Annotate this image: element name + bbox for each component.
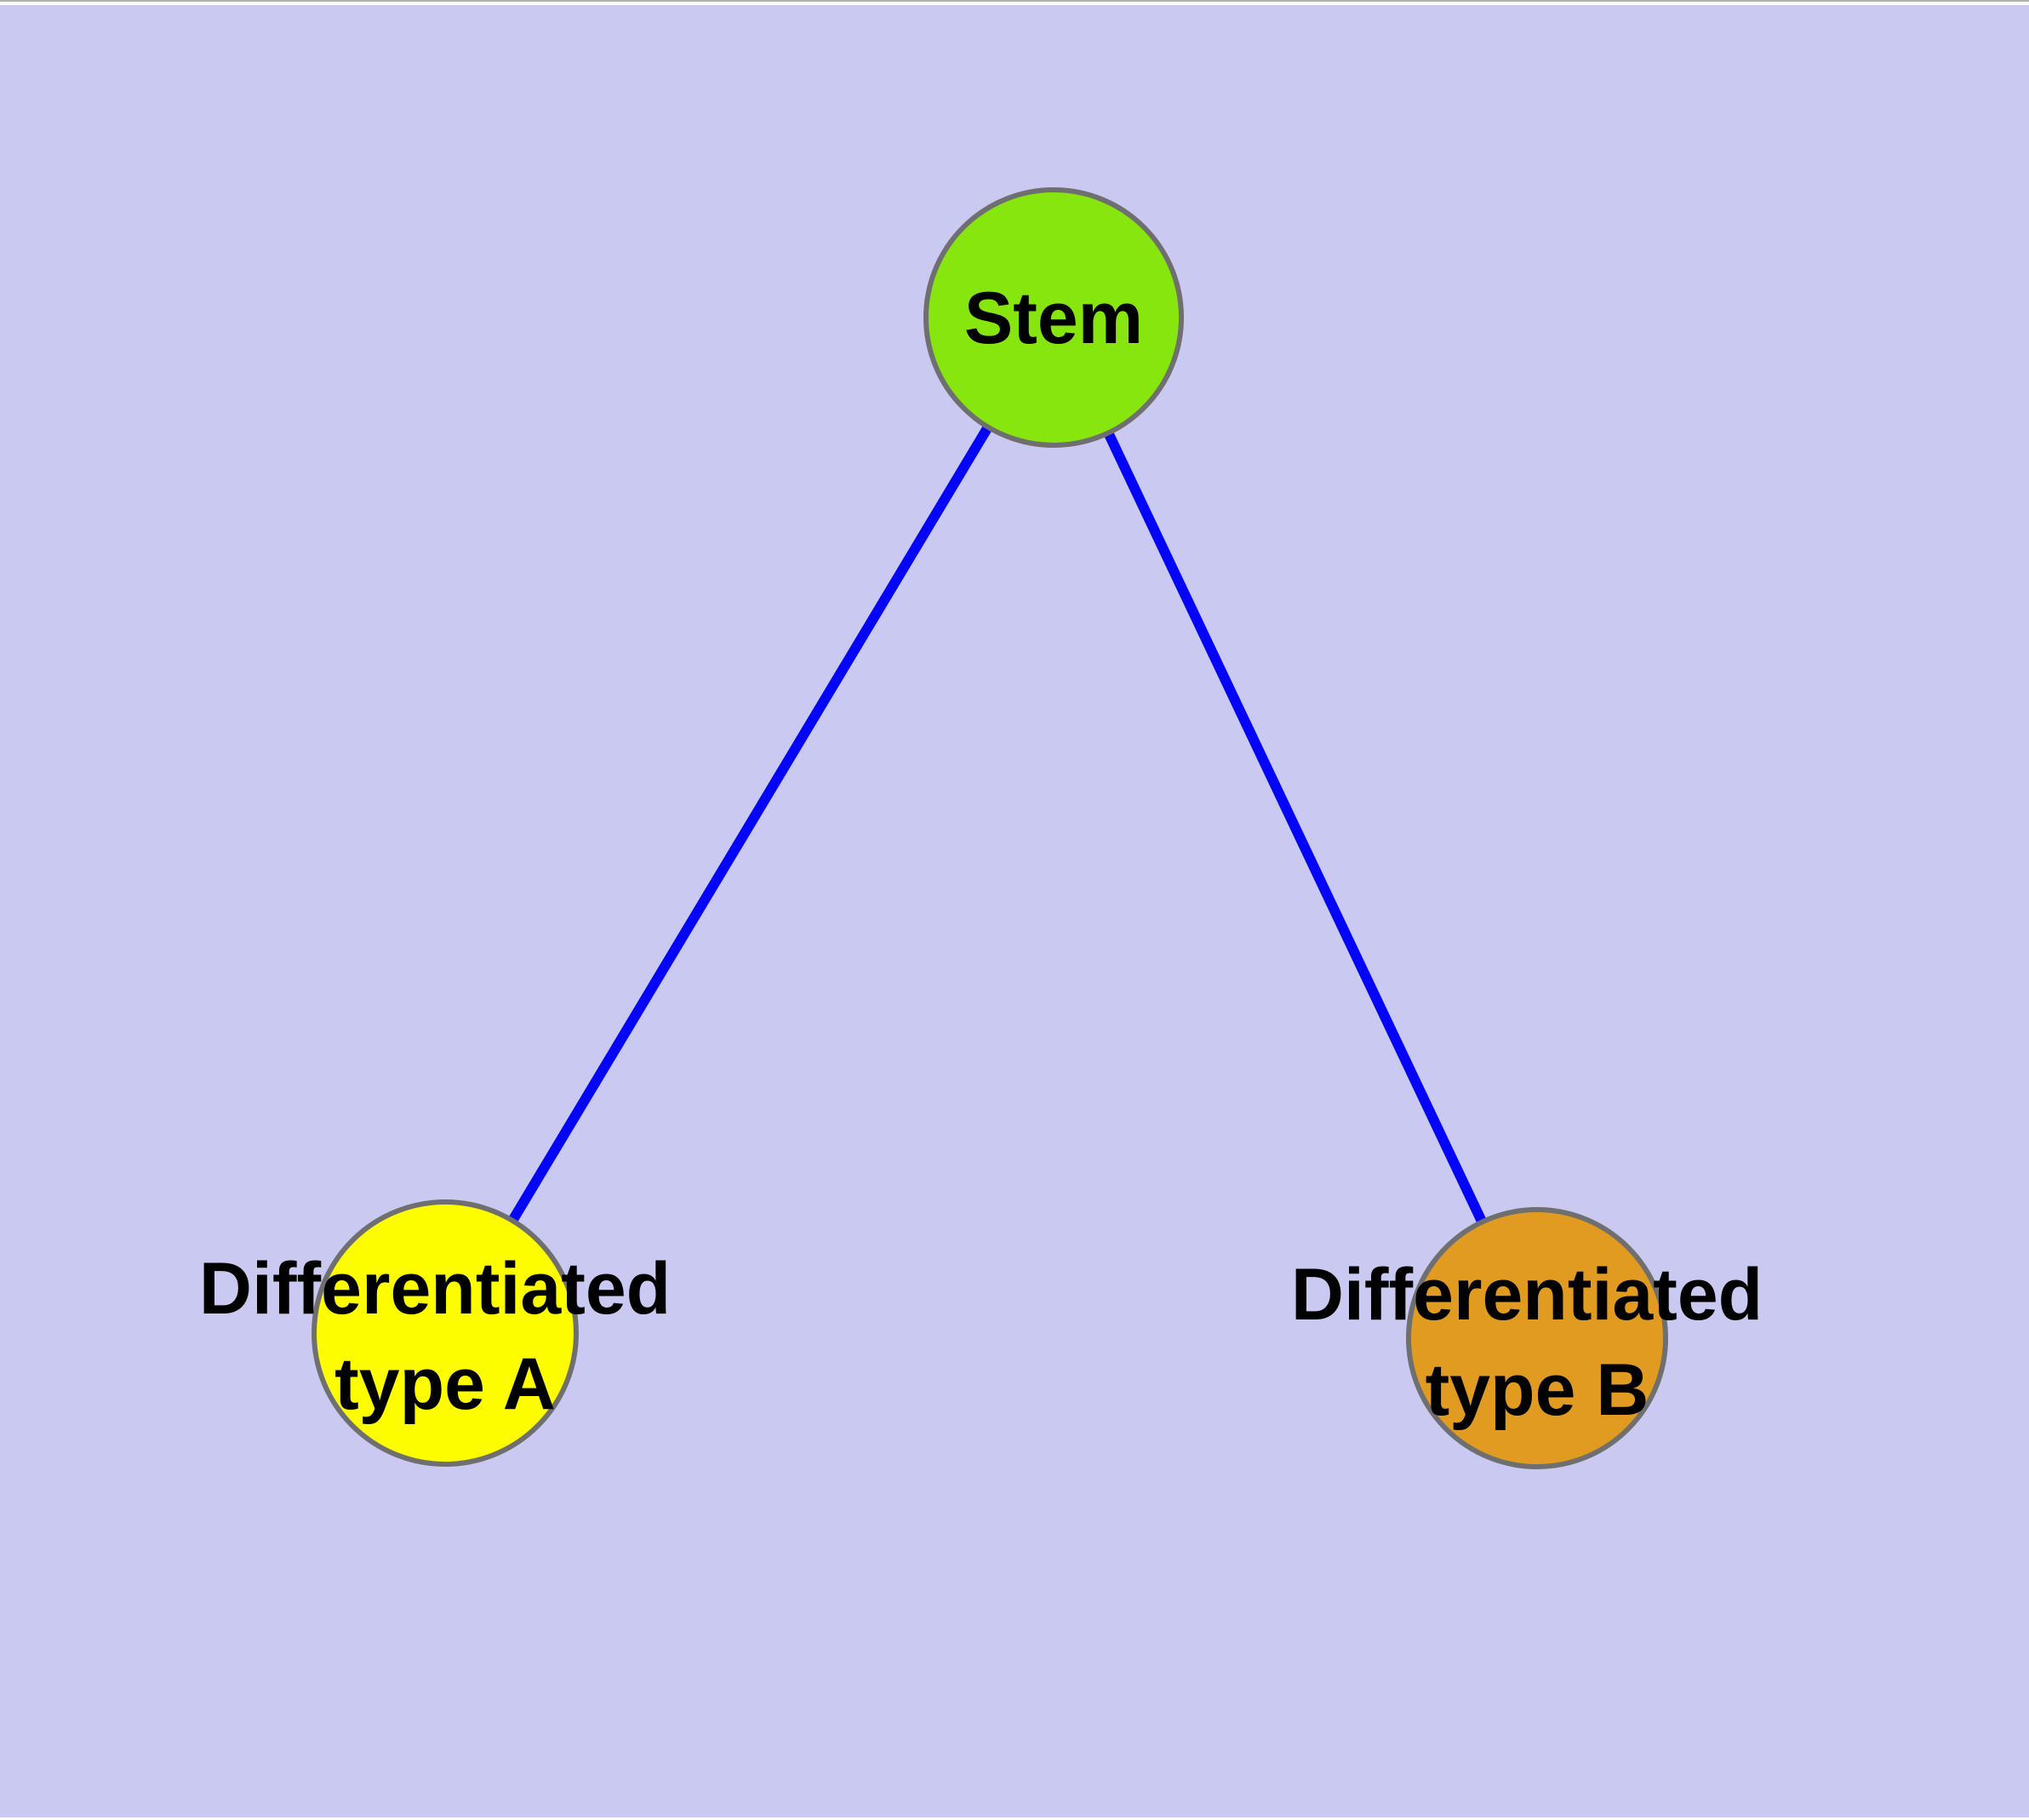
node-type-b-label-line2: type B <box>1426 1349 1649 1431</box>
node-type-a-label-line1: Differentiated <box>199 1248 671 1330</box>
bottom-margin-strip <box>0 1817 2029 1820</box>
node-type-a-label-line2: type A <box>334 1343 556 1425</box>
edge-stem-type-b <box>1049 315 1542 1341</box>
edge-stem-type-a <box>440 314 1059 1336</box>
node-type-a-label: Differentiated type A <box>199 1248 691 1425</box>
node-stem-label: Stem <box>964 278 1143 359</box>
node-type-b-circle <box>1406 1207 1668 1469</box>
node-type-b-label-line1: Differentiated <box>1291 1254 1763 1336</box>
node-type-a-circle <box>311 1199 579 1467</box>
node-type-b-label: Differentiated type B <box>1291 1254 1783 1431</box>
top-margin-strip <box>0 0 2029 5</box>
node-type-a: Differentiated type A <box>199 1199 691 1467</box>
node-stem-circle <box>923 187 1184 448</box>
edges-layer <box>440 314 1542 1341</box>
node-type-b: Differentiated type B <box>1291 1207 1783 1469</box>
node-stem: Stem <box>923 187 1184 448</box>
